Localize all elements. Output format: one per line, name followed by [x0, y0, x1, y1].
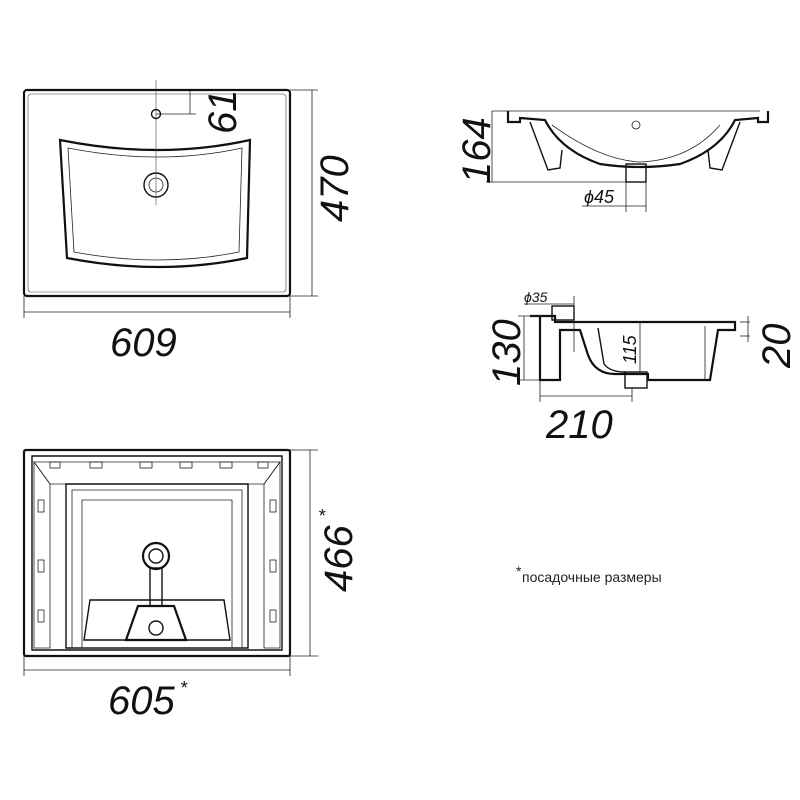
- dim-tap-offset: 61: [201, 90, 245, 135]
- dim-width-top: 609: [110, 321, 177, 365]
- dim-drain-diameter: ϕ45: [584, 187, 615, 207]
- note-text: посадочные размеры: [522, 569, 662, 585]
- dim-depth-bottom-asterisk: *: [318, 506, 326, 526]
- side-view: 164 ϕ45: [455, 110, 770, 212]
- dim-depth-top: 470: [313, 155, 357, 222]
- dim-height-section: 130: [485, 319, 529, 386]
- dim-width-bottom: 605: [108, 679, 175, 723]
- top-view-outline: [22, 88, 292, 298]
- bottom-inner-frame: [65, 483, 249, 649]
- dim-width-bottom-asterisk: *: [180, 678, 188, 698]
- note-mark: *: [516, 563, 522, 579]
- bottom-view: 466 * 605 *: [22, 448, 361, 723]
- side-drain: [625, 163, 647, 183]
- basin-bowl-outline: [58, 138, 252, 269]
- dim-length-section: 210: [545, 403, 613, 447]
- section-view: ϕ35 130 115 20 210: [485, 289, 799, 447]
- top-view: 61 470 609: [22, 80, 357, 365]
- dim-depth-bottom: 466: [317, 525, 361, 592]
- dim-bowl-depth: 115: [620, 334, 640, 364]
- side-profile: [506, 111, 770, 169]
- basin-bowl-inner: [67, 147, 243, 261]
- top-view-inner-rim: [27, 93, 287, 293]
- dim-height-side: 164: [455, 117, 499, 184]
- bottom-overflow-outer: [141, 541, 171, 571]
- bottom-view-outline: [22, 448, 292, 658]
- dim-rim: 20: [755, 324, 799, 370]
- section-profile: [530, 314, 737, 382]
- note: * посадочные размеры: [516, 563, 662, 585]
- dim-overflow-diameter: ϕ35: [524, 289, 548, 305]
